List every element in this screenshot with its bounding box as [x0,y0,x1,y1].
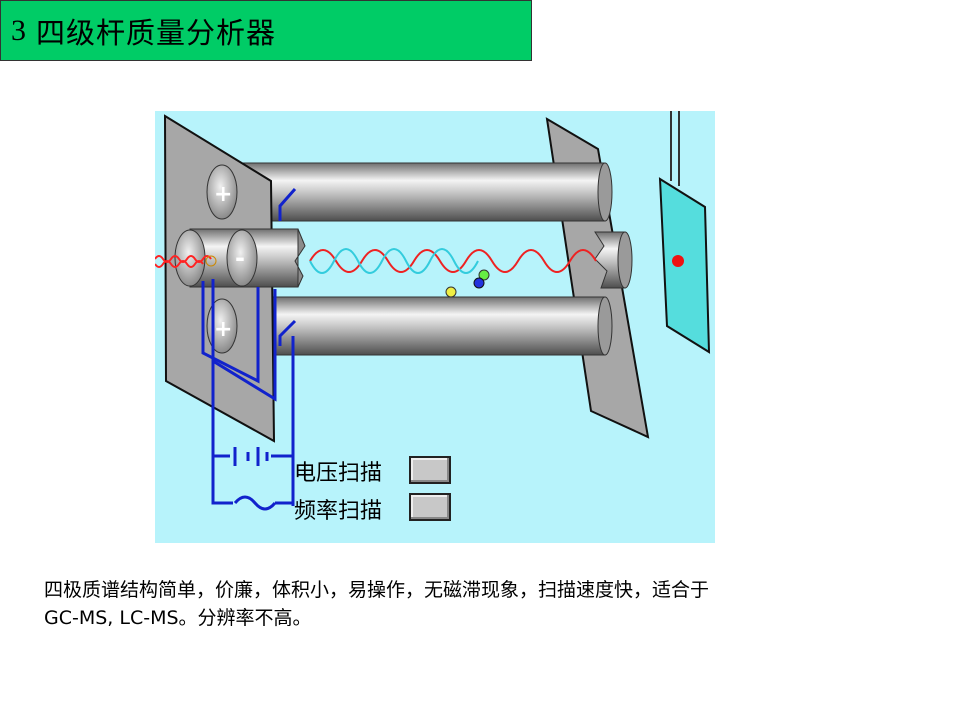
quadrupole-diagram: + - + [155,111,715,543]
frequency-scan-label: 频率扫描 [294,499,383,524]
rod-bottom [219,296,613,356]
rod-sign-middle: - [235,244,245,272]
rod-middle-right [594,231,633,289]
slide-title-box: 3 四级杆质量分析器 [0,0,532,61]
description-line-2: GC-MS, LC-MS。分辨率不高。 [44,607,312,629]
description-line-1: 四极质谱结构简单，价廉，体积小，易操作，无磁滞现象，扫描速度快，适合于 [44,579,710,601]
trajectory-cyan [309,248,479,274]
ion-blue [473,277,485,289]
slide-title: 四级杆质量分析器 [36,15,277,50]
ion-beam-icon [155,255,217,268]
quadrupole-illustration: + - + [155,111,711,511]
detector-icon [658,177,711,354]
description-text: 四极质谱结构简单，价廉，体积小，易操作，无磁滞现象，扫描速度快，适合于 GC-M… [44,576,904,632]
frequency-scan-button[interactable] [409,493,451,521]
detector-spot [672,255,684,267]
rod-sign-top: + [214,182,232,207]
rod-sign-bottom: + [214,317,232,342]
battery-icon [233,447,269,466]
ac-source-icon [233,495,277,511]
section-number: 3 [11,13,26,47]
circuit-wiring [201,188,297,506]
voltage-scan-button[interactable] [409,456,451,484]
ion-yellow [445,286,457,298]
voltage-scan-label: 电压扫描 [294,461,383,486]
ion-green [478,269,490,281]
